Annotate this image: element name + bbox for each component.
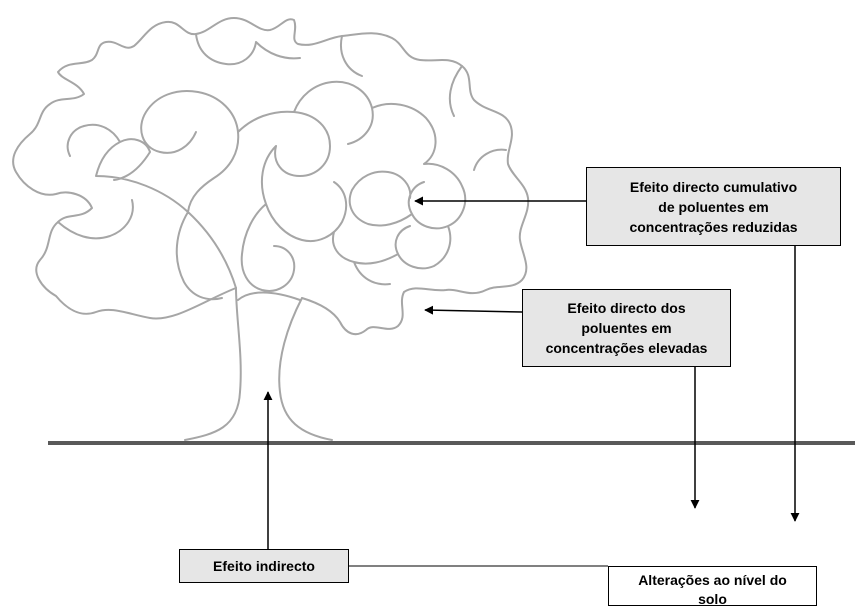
tree-illustration — [12, 17, 530, 441]
elevated-effect-box: Efeito directo dos poluentes em concentr… — [522, 289, 731, 367]
elevated-effect-line-3: concentrações elevadas — [545, 340, 708, 356]
soil-changes-line-2: solo — [698, 591, 727, 607]
tree-canopy — [12, 17, 530, 336]
elevated-effect-line-2: poluentes em — [581, 320, 672, 336]
elevated-effect-line-1: Efeito directo dos — [567, 300, 686, 316]
cumulative-effect-box: Efeito directo cumulativo de poluentes e… — [586, 167, 841, 246]
diagram-canvas — [12, 17, 855, 567]
soil-changes-box: Alterações ao nível do solo — [608, 566, 817, 607]
tree-branches — [57, 33, 507, 301]
cumulative-effect-line-3: concentrações reduzidas — [629, 218, 798, 235]
indirect-effect-label: Efeito indirecto — [213, 558, 315, 574]
soil-changes-line-1: Alterações ao nível do — [638, 572, 787, 588]
cumulative-effect-line-1: Efeito directo cumulativo — [629, 178, 798, 195]
arrow-elevated-to-canopy — [424, 305, 523, 315]
indirect-effect-box: Efeito indirecto — [179, 549, 349, 583]
tree-trunk — [184, 287, 333, 441]
cumulative-effect-line-2: de poluentes em — [658, 198, 769, 215]
